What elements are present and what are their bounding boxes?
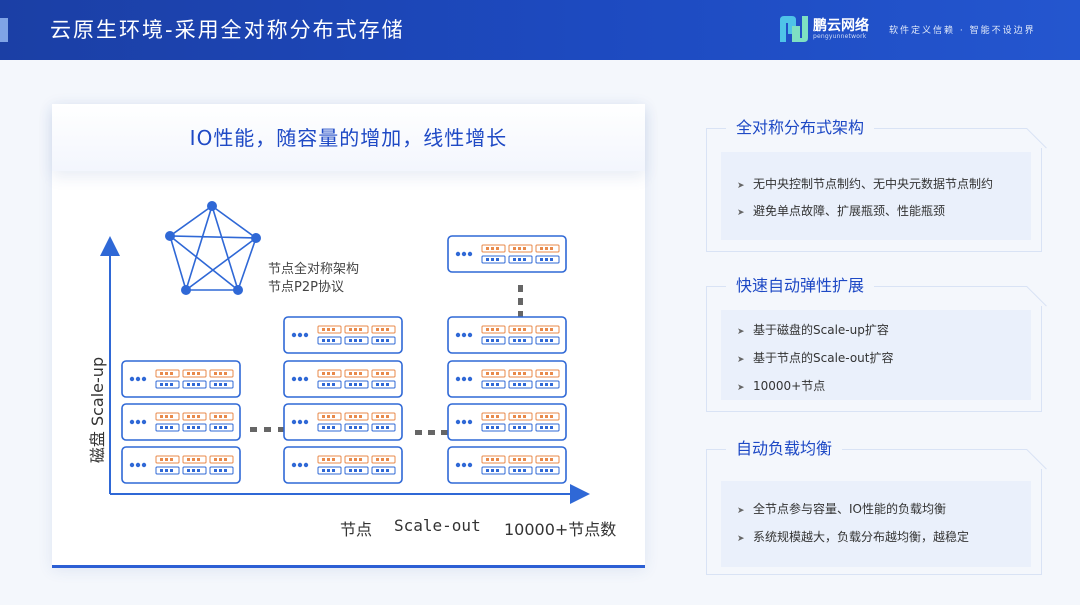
server-icon (283, 403, 403, 441)
list-item: ➤系统规模越大，负载分布越均衡，越稳定 (737, 530, 970, 544)
server-icon (121, 403, 241, 441)
server-icon (447, 403, 567, 441)
scale-diagram (100, 201, 590, 504)
x-axis-label-nodes: 节点 (340, 520, 373, 539)
continuation-dot (264, 427, 271, 432)
header-accent (0, 18, 8, 42)
card-corner (1027, 286, 1047, 306)
list-item: ➤全节点参与容量、IO性能的负载均衡 (737, 502, 946, 516)
y-axis-label-text: 磁盘 Scale-up (88, 356, 107, 464)
card-title: 自动负载均衡 (726, 435, 843, 463)
continuation-dot (441, 430, 448, 435)
card-corner (1027, 128, 1047, 148)
continuation-dot (415, 430, 422, 435)
continuation-dot (428, 430, 435, 435)
server-icon (447, 235, 567, 273)
card-body: ➤无中央控制节点制约、无中央元数据节点制约 ➤避免单点故障、扩展瓶颈、性能瓶颈 (721, 152, 1031, 240)
continuation-dot (518, 285, 523, 292)
x-axis-label-scale: Scale-out (394, 516, 481, 535)
brand-name: 鹏云网络 (813, 18, 869, 34)
feature-card-symmetric: 全对称分布式架构 ➤无中央控制节点制约、无中央元数据节点制约 ➤避免单点故障、扩… (706, 114, 1047, 252)
p2p-network-icon (167, 203, 259, 293)
feature-card-elastic: 快速自动弹性扩展 ➤基于磁盘的Scale-up扩容 ➤基于节点的Scale-ou… (706, 272, 1047, 412)
list-item: ➤避免单点故障、扩展瓶颈、性能瓶颈 (737, 204, 946, 218)
server-icon (447, 360, 567, 398)
card-title: 全对称分布式架构 (726, 114, 875, 142)
logo-icon (780, 16, 808, 42)
card-title: 快速自动弹性扩展 (726, 272, 875, 300)
feature-card-balance: 自动负载均衡 ➤全节点参与容量、IO性能的负载均衡 ➤系统规模越大，负载分布越均… (706, 435, 1047, 575)
continuation-dot (518, 311, 523, 318)
p2p-label-protocol: 节点P2P协议 (268, 280, 344, 295)
slogan: 软件定义信赖 · 智能不设边界 (889, 26, 1036, 36)
server-icon (121, 446, 241, 484)
network-node (165, 231, 175, 241)
x-axis-label-count: 10000+节点数 (504, 520, 617, 539)
server-icon (447, 446, 567, 484)
network-node (233, 285, 243, 295)
network-node (181, 285, 191, 295)
card-frame (706, 449, 1042, 575)
performance-banner: IO性能，随容量的增加，线性增长 (52, 104, 645, 171)
server-icon (283, 316, 403, 354)
continuation-dot (250, 427, 257, 432)
server-icon (447, 316, 567, 354)
header-bar: 云原生环境-采用全对称分布式存储 鹏云网络 pengyunnetwork 软件定… (0, 0, 1080, 60)
page-title: 云原生环境-采用全对称分布式存储 (50, 18, 405, 42)
server-icon (283, 360, 403, 398)
network-node (251, 233, 261, 243)
list-item: ➤无中央控制节点制约、无中央元数据节点制约 (737, 177, 994, 191)
card-body: ➤全节点参与容量、IO性能的负载均衡 ➤系统规模越大，负载分布越均衡，越稳定 (721, 481, 1031, 567)
server-icon (121, 360, 241, 398)
list-item: ➤基于磁盘的Scale-up扩容 (737, 323, 889, 337)
y-axis-label: 磁盘 Scale-up (83, 340, 109, 480)
p2p-label-symmetric: 节点全对称架构 (268, 262, 360, 277)
card-body: ➤基于磁盘的Scale-up扩容 ➤基于节点的Scale-out扩容 ➤1000… (721, 310, 1031, 400)
list-item: ➤10000+节点 (737, 379, 826, 393)
continuation-dot (278, 427, 285, 432)
banner-text: IO性能，随容量的增加，线性增长 (189, 126, 508, 150)
card-corner (1027, 449, 1047, 469)
brand-subtitle: pengyunnetwork (813, 33, 867, 40)
server-icon (283, 446, 403, 484)
list-item: ➤基于节点的Scale-out扩容 (737, 351, 894, 365)
network-node (207, 201, 217, 211)
continuation-dot (518, 298, 523, 305)
